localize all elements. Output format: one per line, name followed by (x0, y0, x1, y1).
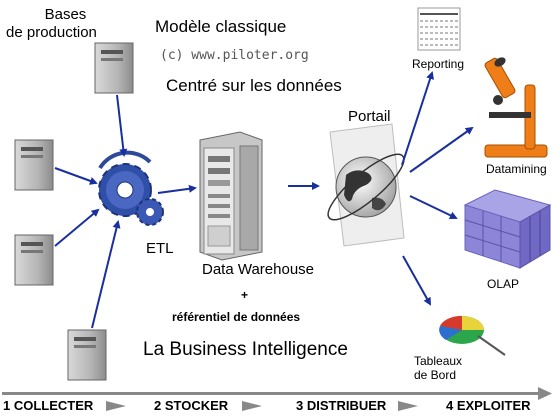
dashboard-label-line1: Tableaux (414, 354, 463, 368)
step-collect: 1 COLLECTER (3, 398, 94, 413)
report-sheet-icon (417, 7, 461, 51)
reporting-label: Reporting (412, 57, 465, 71)
arrow-portal-reporting (401, 71, 434, 166)
step-store: 2 STOCKER (154, 398, 229, 413)
arrow-server3-etl (54, 208, 100, 247)
dashboard-label-line2: de Bord (414, 368, 457, 382)
arrow-portal-dashboard (402, 255, 431, 306)
microscope-icon (484, 57, 548, 158)
referentiel-label: référentiel de données (172, 310, 301, 324)
arrow-server1-etl (116, 94, 128, 157)
olap-cube-icon (463, 189, 552, 269)
arrow-server4-etl (91, 220, 121, 329)
pie-chart-icon (439, 315, 506, 356)
sources-label-line2: de production (6, 24, 97, 41)
olap-label: OLAP (487, 277, 520, 291)
warehouse-label: Data Warehouse (202, 261, 315, 278)
gear-icon (98, 150, 164, 226)
arrow-portal-datamining (409, 126, 474, 173)
server-icon (14, 139, 54, 191)
server-icon (14, 234, 54, 286)
dashboard-label: Tableaux de Bord (414, 354, 462, 382)
datamining-label: Datamining (486, 162, 547, 176)
model-title: Modèle classique (155, 17, 287, 36)
arrow-server2-etl (54, 167, 98, 185)
copyright-text: (c) www.piloter.org (160, 48, 309, 63)
sources-label-line1: Bases (44, 6, 87, 23)
arrow-etl-warehouse (157, 184, 197, 194)
subtitle: Centré sur les données (166, 76, 342, 95)
step-exploit: 4 EXPLOITER (446, 398, 531, 413)
plus-sign: + (241, 288, 249, 302)
arrow-portal-olap (409, 195, 458, 220)
server-icon (94, 42, 134, 94)
portal-label: Portail (348, 108, 391, 125)
timeline (2, 387, 552, 411)
sources-label: Bases de production (6, 6, 97, 42)
footer-title: La Business Intelligence (143, 339, 348, 360)
globe-icon (327, 123, 405, 247)
step-distribute: 3 DISTRIBUER (296, 398, 387, 413)
server-icon (67, 329, 107, 381)
etl-label: ETL (146, 240, 174, 257)
warehouse-rack-icon (199, 131, 263, 261)
